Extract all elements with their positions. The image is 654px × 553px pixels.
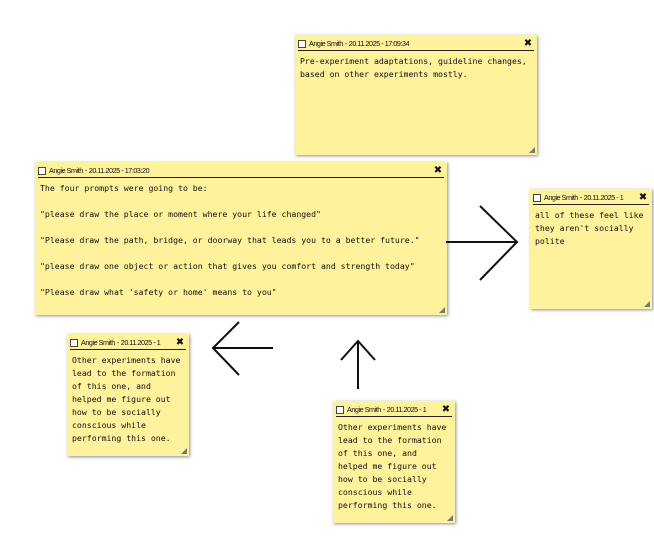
sticky-note[interactable]: Angie Smith - 20.11.2025 - 1 ✖ Other exp… xyxy=(333,401,455,523)
note-author: Angie Smith xyxy=(347,405,381,414)
note-body[interactable]: all of these feel like they aren't socia… xyxy=(535,210,644,246)
note-checkbox[interactable] xyxy=(70,338,78,347)
note-date: 20.11.2025 - 1 xyxy=(583,193,624,202)
note-header[interactable]: Angie Smith - 20.11.2025 - 17:09:34 ✖ xyxy=(298,37,534,51)
note-author: Angie Smith xyxy=(49,166,83,175)
close-icon[interactable]: ✖ xyxy=(174,336,186,349)
arrow-left-icon[interactable] xyxy=(205,315,280,380)
arrow-right-icon[interactable] xyxy=(440,200,530,290)
close-icon[interactable]: ✖ xyxy=(522,37,534,50)
note-body[interactable]: The four prompts were going to be: "plea… xyxy=(40,183,420,297)
resize-grip-icon[interactable] xyxy=(447,515,453,521)
note-checkbox[interactable] xyxy=(336,405,344,414)
resize-grip-icon[interactable] xyxy=(439,307,445,313)
close-icon[interactable]: ✖ xyxy=(637,191,649,204)
sticky-note[interactable]: Angie Smith - 20.11.2025 - 17:03:20 ✖ Th… xyxy=(35,162,447,315)
note-header[interactable]: Angie Smith - 20.11.2025 - 1 ✖ xyxy=(533,191,649,205)
resize-grip-icon[interactable] xyxy=(181,448,187,454)
resize-grip-icon[interactable] xyxy=(644,301,650,307)
note-separator: - xyxy=(382,405,385,414)
note-date: 20.11.2025 - 17:03:20 xyxy=(88,166,150,175)
close-icon[interactable]: ✖ xyxy=(432,164,444,177)
note-header[interactable]: Angie Smith - 20.11.2025 - 1 ✖ xyxy=(70,336,186,350)
sticky-note[interactable]: Angie Smith - 20.11.2025 - 1 ✖ all of th… xyxy=(530,189,652,309)
resize-grip-icon[interactable] xyxy=(529,147,535,153)
note-author: Angie Smith xyxy=(544,193,578,202)
note-checkbox[interactable] xyxy=(533,193,541,202)
note-separator: - xyxy=(579,193,582,202)
note-author: Angie Smith xyxy=(81,338,115,347)
note-body[interactable]: Pre-experiment adaptations, guideline ch… xyxy=(300,56,527,79)
note-separator: - xyxy=(116,338,119,347)
note-date: 20.11.2025 - 1 xyxy=(120,338,161,347)
arrow-up-icon[interactable] xyxy=(335,333,385,393)
note-header[interactable]: Angie Smith - 20.11.2025 - 1 ✖ xyxy=(336,403,452,417)
sticky-note[interactable]: Angie Smith - 20.11.2025 - 1 ✖ Other exp… xyxy=(67,334,189,456)
note-header[interactable]: Angie Smith - 20.11.2025 - 17:03:20 ✖ xyxy=(38,164,444,178)
note-date: 20.11.2025 - 17:09:34 xyxy=(348,39,410,48)
note-author: Angie Smith xyxy=(309,39,343,48)
note-separator: - xyxy=(344,39,347,48)
close-icon[interactable]: ✖ xyxy=(440,403,452,416)
note-separator: - xyxy=(84,166,87,175)
sticky-note[interactable]: Angie Smith - 20.11.2025 - 17:09:34 ✖ Pr… xyxy=(295,35,537,155)
note-body[interactable]: Other experiments have lead to the forma… xyxy=(338,422,447,510)
note-checkbox[interactable] xyxy=(38,166,46,175)
note-date: 20.11.2025 - 1 xyxy=(386,405,427,414)
note-checkbox[interactable] xyxy=(298,39,306,48)
note-body[interactable]: Other experiments have lead to the forma… xyxy=(72,355,181,443)
